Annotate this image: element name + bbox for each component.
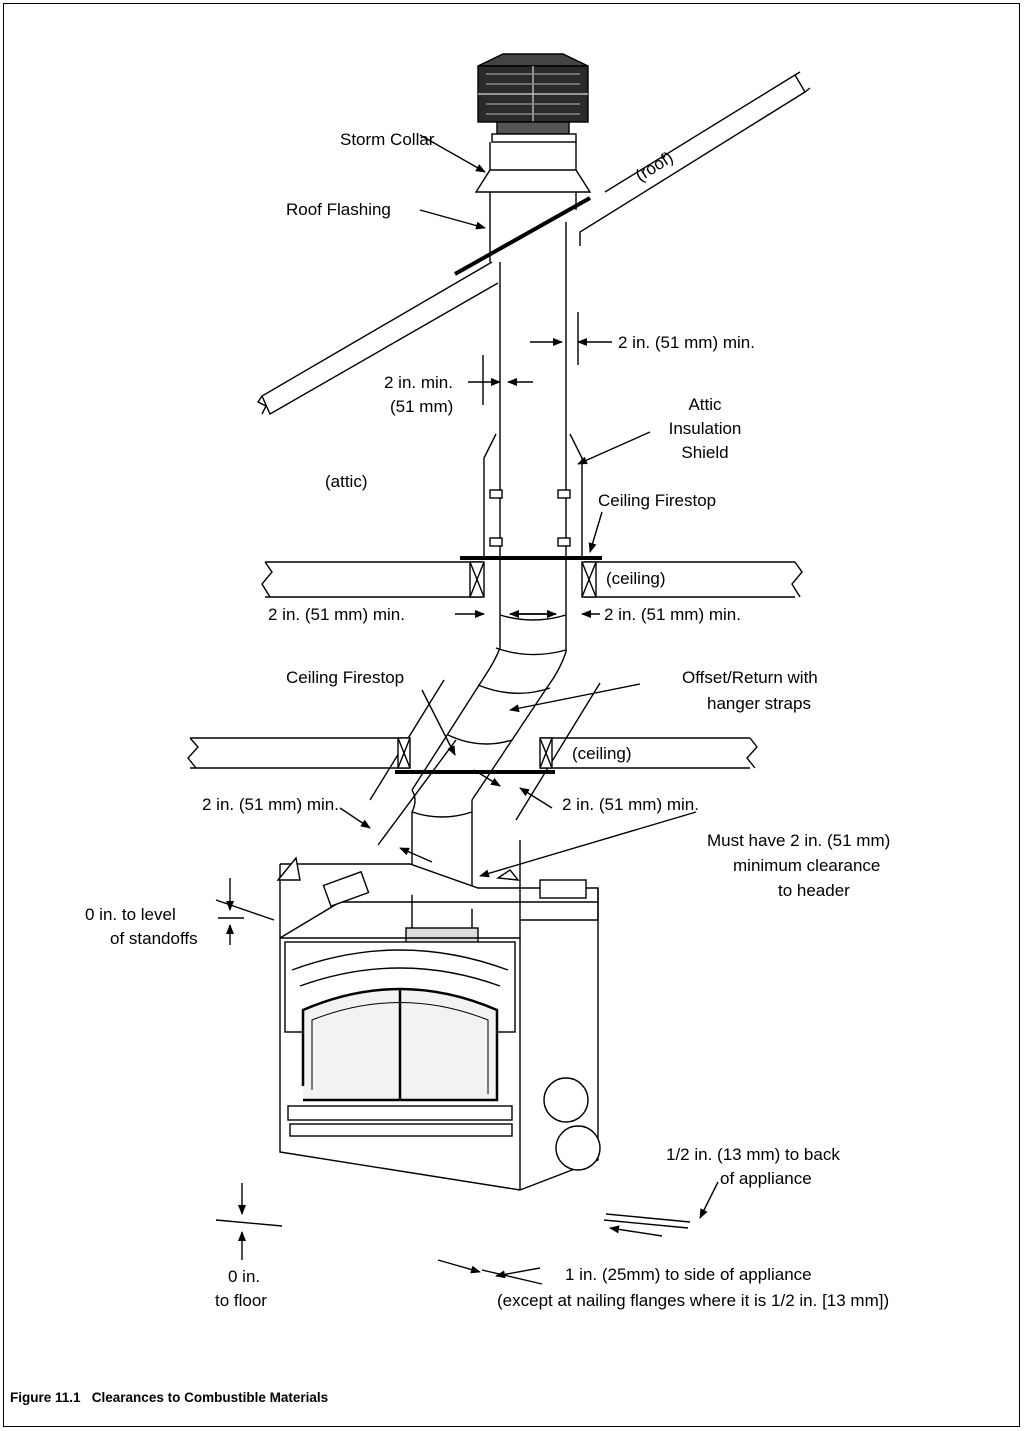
label-floor-1: 0 in.	[228, 1267, 260, 1286]
label-header-1: Must have 2 in. (51 mm)	[707, 831, 890, 850]
label-attic: (attic)	[325, 472, 368, 491]
label-clear-left-top-1: 2 in. min.	[384, 373, 453, 392]
figure-caption: Figure 11.1 Clearances to Combustible Ma…	[10, 1390, 328, 1405]
ceiling-upper	[261, 556, 803, 598]
label-header-2: minimum clearance	[733, 856, 880, 875]
label-clear-right-low: 2 in. (51 mm) min.	[562, 795, 699, 814]
label-ceiling-firestop-upper: Ceiling Firestop	[598, 491, 716, 510]
figure-frame	[3, 3, 1020, 1427]
label-clear-right-top: 2 in. (51 mm) min.	[618, 333, 755, 352]
label-back-1: 1/2 in. (13 mm) to back	[666, 1145, 840, 1164]
chimney-pipe-upper	[489, 192, 577, 615]
label-side-2: (except at nailing flanges where it is 1…	[497, 1291, 889, 1310]
label-header-3: to header	[778, 881, 850, 900]
labels: Storm Collar Roof Flashing (roof) 2 in. …	[10, 130, 890, 1405]
label-storm-collar: Storm Collar	[340, 130, 435, 149]
label-clear-right-mid: 2 in. (51 mm) min.	[604, 605, 741, 624]
label-offset-2: hanger straps	[707, 694, 811, 713]
label-ceiling-lower: (ceiling)	[572, 744, 632, 763]
label-attic-shield-1: Attic	[688, 395, 722, 414]
label-standoffs-1: 0 in. to level	[85, 905, 176, 924]
label-clear-left-low: 2 in. (51 mm) min.	[202, 795, 339, 814]
label-standoffs-2: of standoffs	[110, 929, 198, 948]
label-roof: (roof)	[632, 148, 677, 186]
fireplace-appliance	[276, 840, 601, 1191]
label-attic-shield-2: Insulation	[669, 419, 742, 438]
label-roof-flashing: Roof Flashing	[286, 200, 391, 219]
ceiling-lower	[187, 737, 758, 774]
label-ceiling-firestop-lower: Ceiling Firestop	[286, 668, 404, 687]
storm-collar	[474, 142, 592, 193]
label-floor-2: to floor	[215, 1291, 267, 1310]
attic-insulation-shield	[483, 433, 583, 558]
label-attic-shield-3: Shield	[681, 443, 728, 462]
label-clear-left-mid: 2 in. (51 mm) min.	[268, 605, 405, 624]
roof	[256, 71, 811, 415]
label-offset-1: Offset/Return with	[682, 668, 818, 687]
label-ceiling-upper: (ceiling)	[606, 569, 666, 588]
label-back-2: of appliance	[720, 1169, 812, 1188]
chimney-cap	[477, 53, 589, 143]
leader-arrows	[215, 134, 719, 1285]
label-clear-left-top-2: (51 mm)	[390, 397, 453, 416]
label-side-1: 1 in. (25mm) to side of appliance	[565, 1265, 812, 1284]
